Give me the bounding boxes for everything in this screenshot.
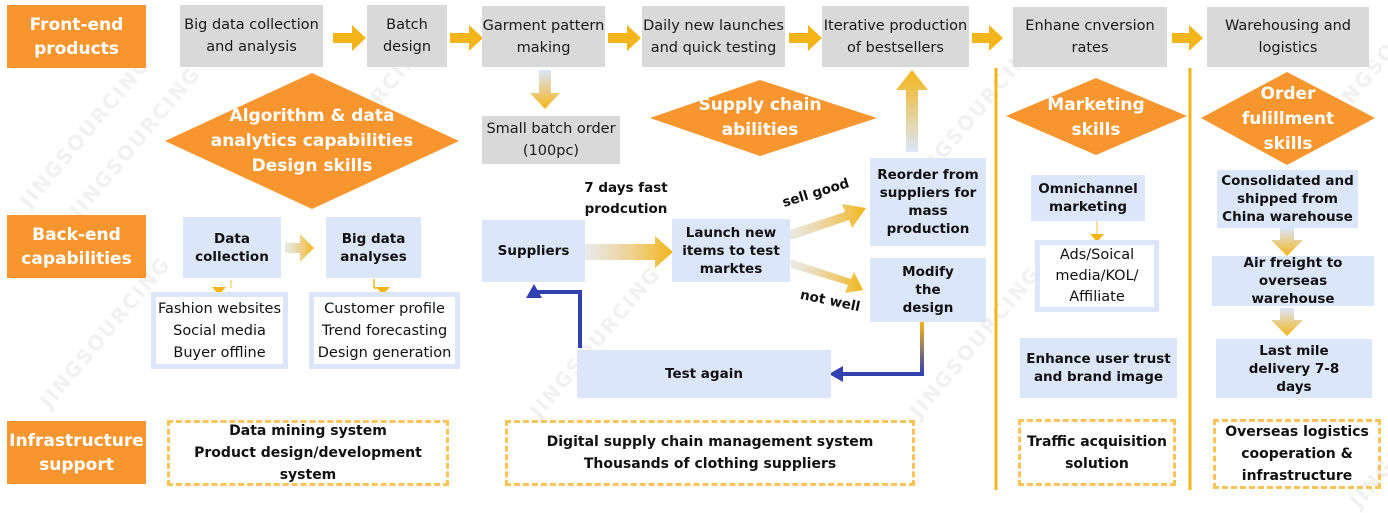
arrow-down-icon [376,287,390,295]
note-line: 7 days fast [584,180,668,196]
channels-list: Ads/Soical media/KOL/ Affiliate [1035,240,1159,312]
infra-line: Thousands of clothing suppliers [583,456,837,472]
step-daily-new-launches: Daily new launches and quick testing [642,6,785,67]
list-item: Trend forecasting [321,322,448,339]
test-again-box: Test again [577,350,831,398]
arrow-sell-good-icon [787,204,866,240]
infra-line: solution [1065,455,1129,472]
infra-data-systems: Data mining system Product design/develo… [167,420,449,486]
arrow-right-icon [333,25,366,51]
arrow-down-icon [530,70,560,109]
data-outputs-list: Customer profile Trend forecasting Desig… [309,292,460,369]
step-batch-design: Batch design [367,5,447,67]
diamond-line: skills [1263,133,1313,154]
fast-production-note: 7 days fast prodcution [578,178,674,220]
omnichannel-box: Omnichannel marketing [1031,175,1145,221]
small-batch-label: Small batch order [486,121,616,137]
diamond-line: fulillment [1241,108,1335,129]
diamond-line: Design skills [251,155,373,176]
list-item: Customer profile [324,300,445,317]
modify-design-box: Modify the design [870,258,986,322]
diamond-marketing-text: Marketing skills [1030,92,1162,144]
data-sources-list: Fashion websites Social media Buyer offl… [151,292,288,369]
arrow-down-icon [1271,308,1303,336]
row-label-back-end: Back-end capabilities [7,215,146,278]
row-label-front-end: Front-end products [7,5,146,68]
infra-line: infrastructure [1241,468,1353,484]
infra-line: cooperation & [1241,446,1353,462]
arrow-up-icon [896,70,928,152]
infra-supply-chain: Digital supply chain management system T… [505,420,915,486]
diamond-line: Algorithm & data [229,105,395,126]
infra-overseas-logistics: Overseas logistics cooperation & infrast… [1213,419,1381,489]
diamond-line: skills [1071,120,1121,140]
arrow-down-icon [1271,228,1303,256]
arrow-down-icon [1090,234,1104,242]
reorder-box: Reorder from suppliers for mass producti… [870,158,986,246]
big-data-analyses-box: Big data analyses [326,217,421,278]
arrow-right-icon [789,25,822,51]
arrow-right-icon [450,25,483,51]
diamond-algorithm-text: Algorithm & data analytics capabilities … [200,100,424,182]
suppliers-return-connector [534,290,582,348]
diamond-line: Supply chain [698,95,822,115]
step-garment-pattern: Garment pattern making [482,6,605,67]
infra-line: Product design/development system [194,445,422,483]
arrow-not-well-icon [790,259,863,293]
diamond-fulfillment-text: Order fulillment skills [1230,80,1346,158]
step-big-data-collection: Big data collection and analysis [180,5,323,67]
note-line: prodcution [584,201,668,217]
step-enhance-conversion: Enhane cnversion rates [1013,7,1167,67]
row-label-infrastructure: Infrastructure support [7,421,146,484]
consolidated-box: Consolidated and shipped from China ware… [1217,170,1358,228]
infra-line: Overseas logistics [1225,424,1369,440]
diamond-marketing [1006,78,1187,155]
list-item: Affiliate [1069,288,1125,305]
enhance-trust-box: Enhance user trust and brand image [1020,338,1177,398]
test-again-connector [842,322,924,376]
arrow-right-icon [285,234,314,262]
list-item: Ads/Soical [1059,246,1135,263]
small-batch-order: Small batch order (100pc) [482,116,620,164]
step-iterative-production: Iterative production of bestsellers [822,6,969,67]
connectors-layer [165,25,1375,490]
suppliers-box: Suppliers [482,220,585,282]
small-batch-quantity: (100pc) [522,143,580,159]
arrow-up-icon [526,284,542,298]
arrow-right-icon [972,25,1003,51]
list-item: media/KOL/ [1055,267,1139,284]
diamond-algorithm [165,73,459,209]
diamond-line: Order [1260,83,1316,104]
step-warehousing-logistics: Warehousing and logistics [1207,7,1369,67]
list-item: Buyer offline [173,344,266,361]
air-freight-box: Air freight to overseas warehouse [1212,255,1374,307]
list-item: Fashion websites [157,300,282,317]
infra-line: Traffic acquisition [1027,433,1167,450]
diamond-supply-chain [650,80,877,156]
list-item: Design generation [317,344,452,361]
diamond-line: Marketing [1047,95,1145,115]
diamond-supply-text: Supply chain abilities [680,92,840,144]
arrow-right-icon [608,25,641,51]
arrow-right-icon [1172,25,1203,51]
data-collection-box: Data collection [183,217,281,278]
arrow-left-icon [829,366,843,382]
infra-line: Digital supply chain management system [546,434,874,450]
arrow-right-icon [584,236,673,268]
infra-traffic-acquisition: Traffic acquisition solution [1018,419,1176,486]
list-item: Social media [173,322,266,339]
infra-line: Data mining system [229,423,387,439]
diamond-fulfillment [1201,72,1375,165]
arrow-down-icon [212,287,226,295]
diamond-line: abilities [721,120,799,140]
launch-new-items-box: Launch new items to test marktes [672,219,790,282]
last-mile-box: Last mile delivery 7-8 days [1216,339,1372,398]
diamond-line: analytics capabilities [210,130,414,151]
